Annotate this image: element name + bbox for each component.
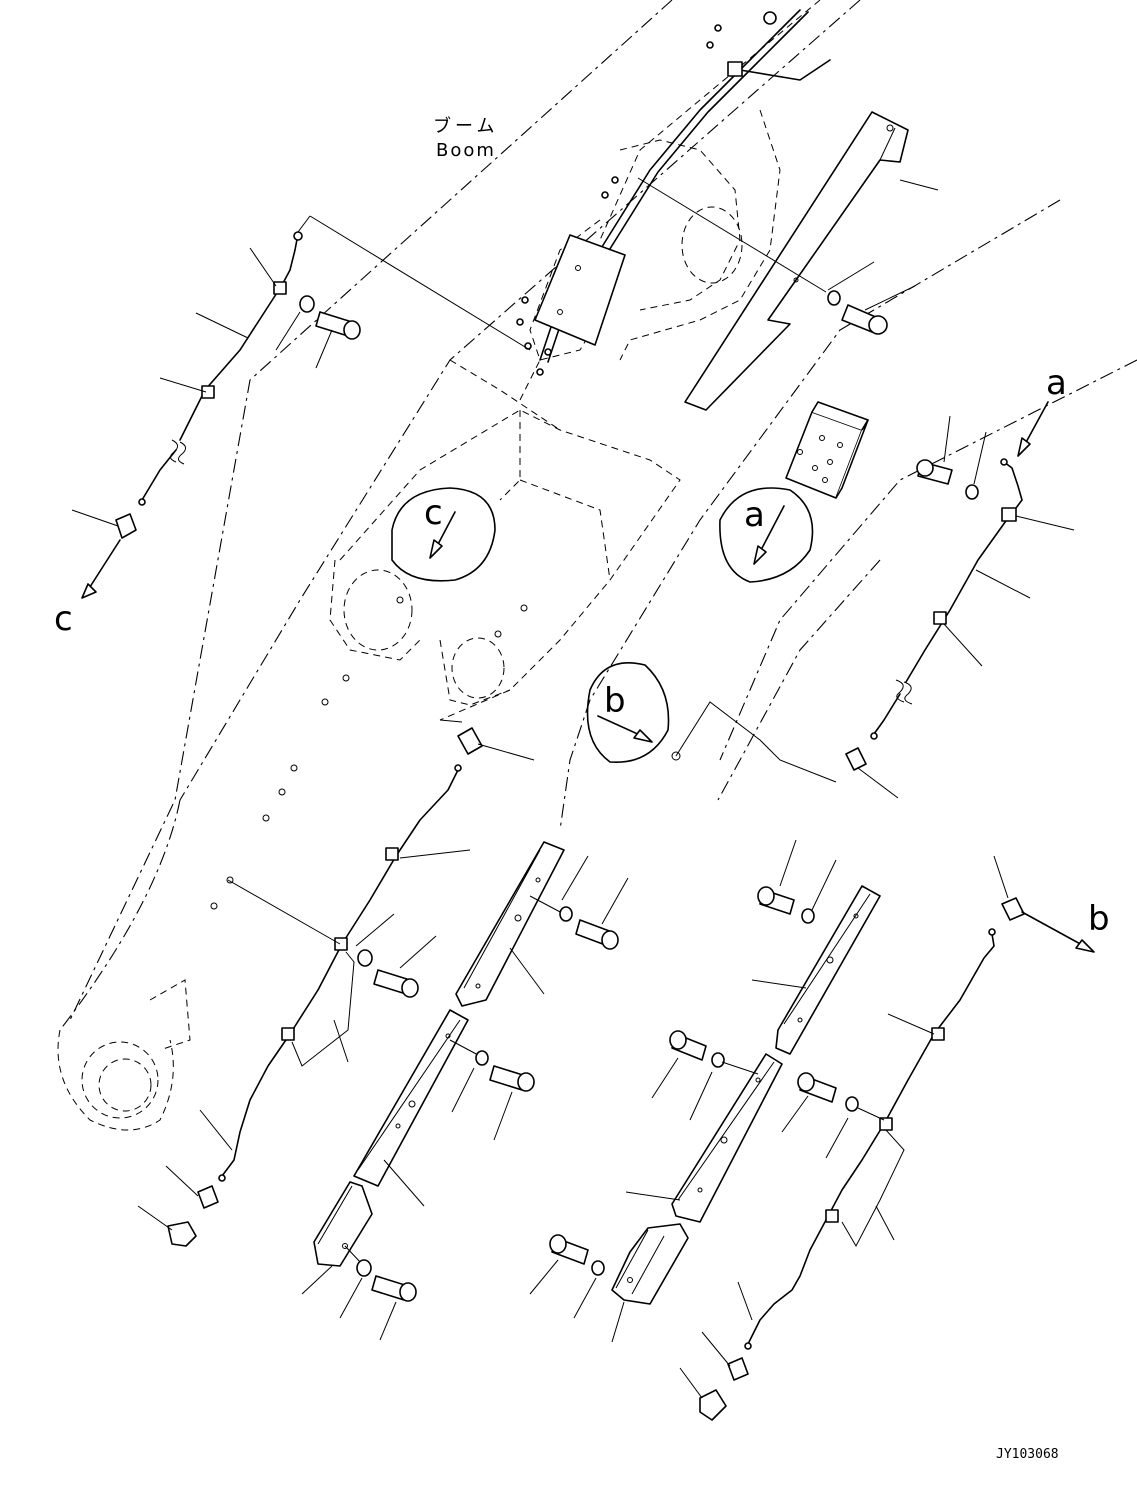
protector-plate-left-b — [353, 1009, 535, 1207]
view-a-circle: a — [719, 487, 814, 583]
view-ref-b-label: b — [1088, 899, 1110, 939]
view-ref-a-label: a — [1046, 363, 1067, 403]
view-c-circle-label: c — [424, 493, 443, 533]
boom-label: ブーム Boom — [433, 115, 498, 161]
boom-label-english: Boom — [436, 140, 496, 161]
grease-line-right-lower: b — [679, 855, 1110, 1421]
view-c-circle: c — [391, 487, 496, 582]
protector-plate-left-a — [455, 841, 629, 1007]
view-b-circle-label: b — [604, 681, 626, 721]
end-cover-right — [529, 1223, 689, 1343]
view-a-circle-label: a — [744, 495, 765, 535]
block-detail-a — [785, 401, 869, 499]
boom-label-japanese: ブーム — [433, 115, 498, 137]
grease-fitting-c: c — [54, 509, 137, 639]
grease-line-left-lower — [137, 719, 535, 1247]
mounting-plate-upper — [534, 234, 626, 346]
protector-plate-right-b — [625, 1030, 783, 1223]
bolt-washer-upper — [827, 261, 916, 335]
protector-cover-upper — [637, 111, 939, 411]
end-cover-left — [301, 1181, 417, 1341]
view-ref-c-label: c — [54, 599, 73, 639]
drawing-code: JY103068 — [996, 1447, 1059, 1462]
grease-line-left-upper — [138, 215, 531, 506]
boom-mount-dots — [210, 596, 528, 910]
grease-line-right-upper: a — [675, 363, 1075, 799]
protector-plate-right-a — [751, 839, 881, 1055]
view-b-circle: b — [586, 661, 681, 763]
